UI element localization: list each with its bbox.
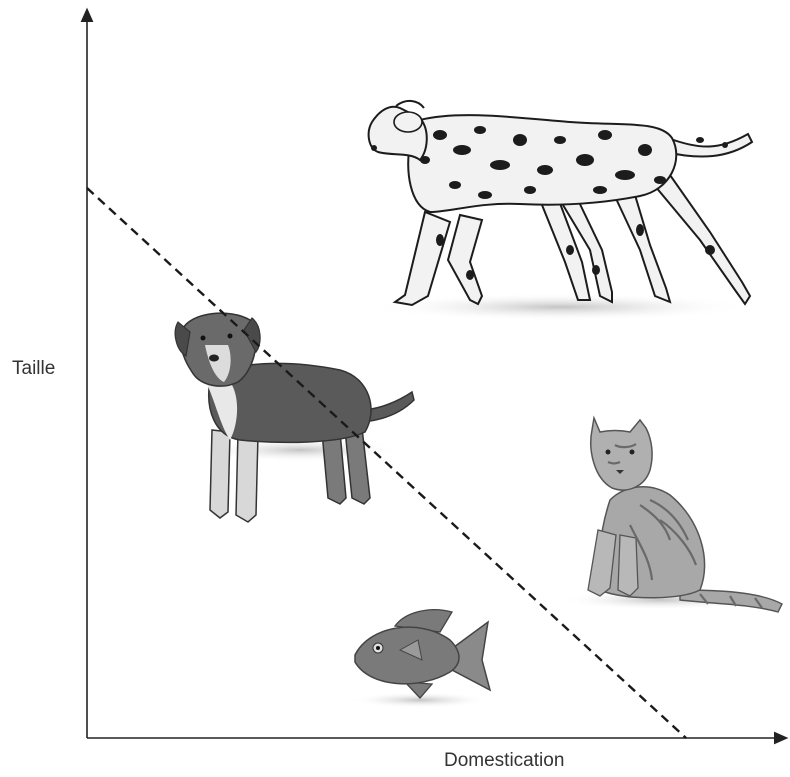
dalmatian-dog-icon [369, 101, 752, 321]
cat-icon [560, 418, 782, 612]
fish-icon [350, 610, 490, 708]
dog-icon [175, 313, 414, 522]
x-axis-label: Domestication [444, 750, 564, 772]
y-axis-label: Taille [12, 358, 55, 380]
